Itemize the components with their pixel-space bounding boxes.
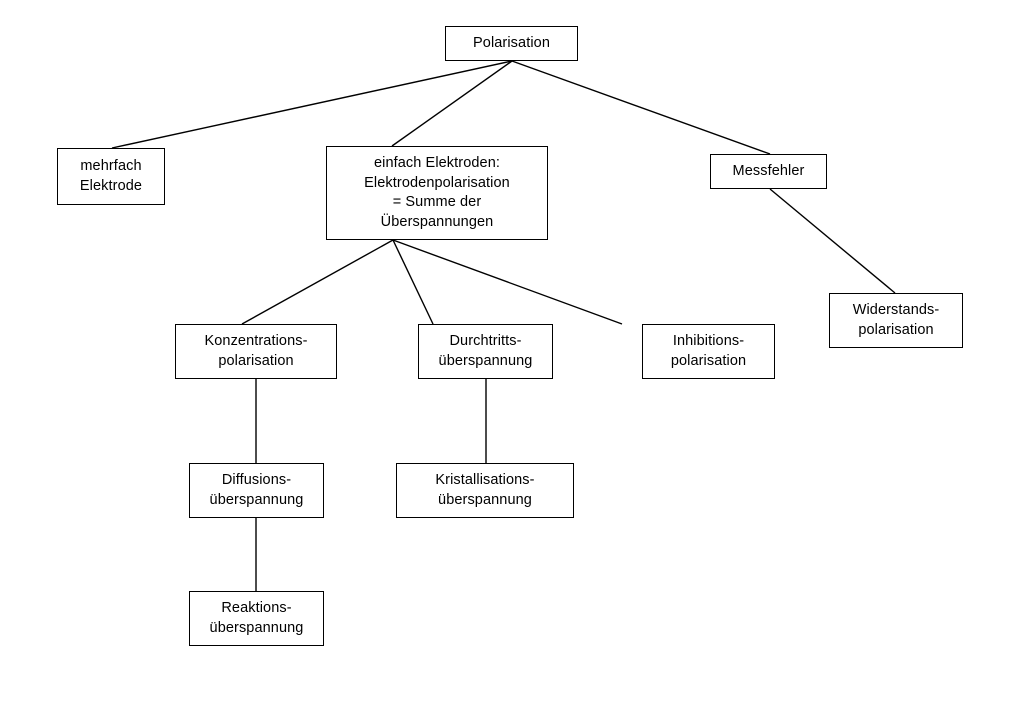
- node-label-line: überspannung: [438, 352, 533, 369]
- node-label-line: einfach Elektroden:: [373, 155, 501, 171]
- edge-einfach-elektroden-to-inhibitionspolarisation: [392, 239, 623, 325]
- edge-polarisation-to-einfach-elektroden: [391, 60, 513, 147]
- node-label-line: = Summe der: [392, 194, 482, 210]
- edge-einfach-elektroden-to-durchtrittsueberspannung: [392, 239, 434, 325]
- node-label-line: polarisation: [858, 321, 934, 338]
- node-diffusionsueberspannung[interactable]: Diffusions-überspannung: [189, 463, 324, 518]
- node-label-line: Elektrode: [79, 177, 143, 194]
- node-label-line: überspannung: [438, 491, 532, 508]
- node-widerstandspolarisation[interactable]: Widerstands-polarisation: [829, 293, 963, 348]
- node-reaktionsueberspannung[interactable]: Reaktions-überspannung: [189, 591, 324, 646]
- node-label-line: polarisation: [670, 352, 747, 369]
- node-label-line: Polarisation: [473, 34, 550, 51]
- node-polarisation[interactable]: Polarisation: [445, 26, 578, 61]
- node-label-line: Reaktions-: [221, 600, 292, 616]
- edge-einfach-elektroden-to-konzentrationspolarisation: [241, 239, 394, 325]
- node-einfach-elektroden[interactable]: einfach Elektroden: Elektrodenpolarisatio…: [326, 146, 548, 240]
- node-label-line: Widerstands-: [852, 302, 940, 318]
- node-label-line: Überspannungen: [380, 213, 494, 230]
- node-label-line: Inhibitions-: [672, 333, 745, 349]
- node-durchtrittsueberspannung[interactable]: Durchtritts-überspannung: [418, 324, 553, 379]
- node-label-line: überspannung: [209, 491, 304, 508]
- node-label-line: mehrfach: [80, 158, 142, 174]
- edge-polarisation-to-messfehler: [511, 60, 771, 155]
- node-label-line: Diffusions-: [221, 472, 292, 488]
- node-label-line: überspannung: [209, 619, 304, 636]
- node-konzentrationspolarisation[interactable]: Konzentrations-polarisation: [175, 324, 337, 379]
- node-label-line: Durchtritts-: [449, 333, 522, 349]
- node-kristallisationsueberspannung[interactable]: Kristallisations-überspannung: [396, 463, 574, 518]
- node-label-line: polarisation: [218, 352, 294, 369]
- edge-messfehler-to-widerstandspolarisation: [769, 188, 896, 294]
- node-label-line: Kristallisations-: [435, 472, 535, 488]
- node-label-line: Konzentrations-: [204, 333, 308, 349]
- edge-polarisation-to-mehrfach-elektrode: [111, 60, 513, 149]
- node-messfehler[interactable]: Messfehler: [710, 154, 827, 189]
- node-label-line: Messfehler: [732, 162, 805, 179]
- node-label-line: Elektrodenpolarisation: [364, 174, 510, 191]
- node-inhibitionspolarisation[interactable]: Inhibitions-polarisation: [642, 324, 775, 379]
